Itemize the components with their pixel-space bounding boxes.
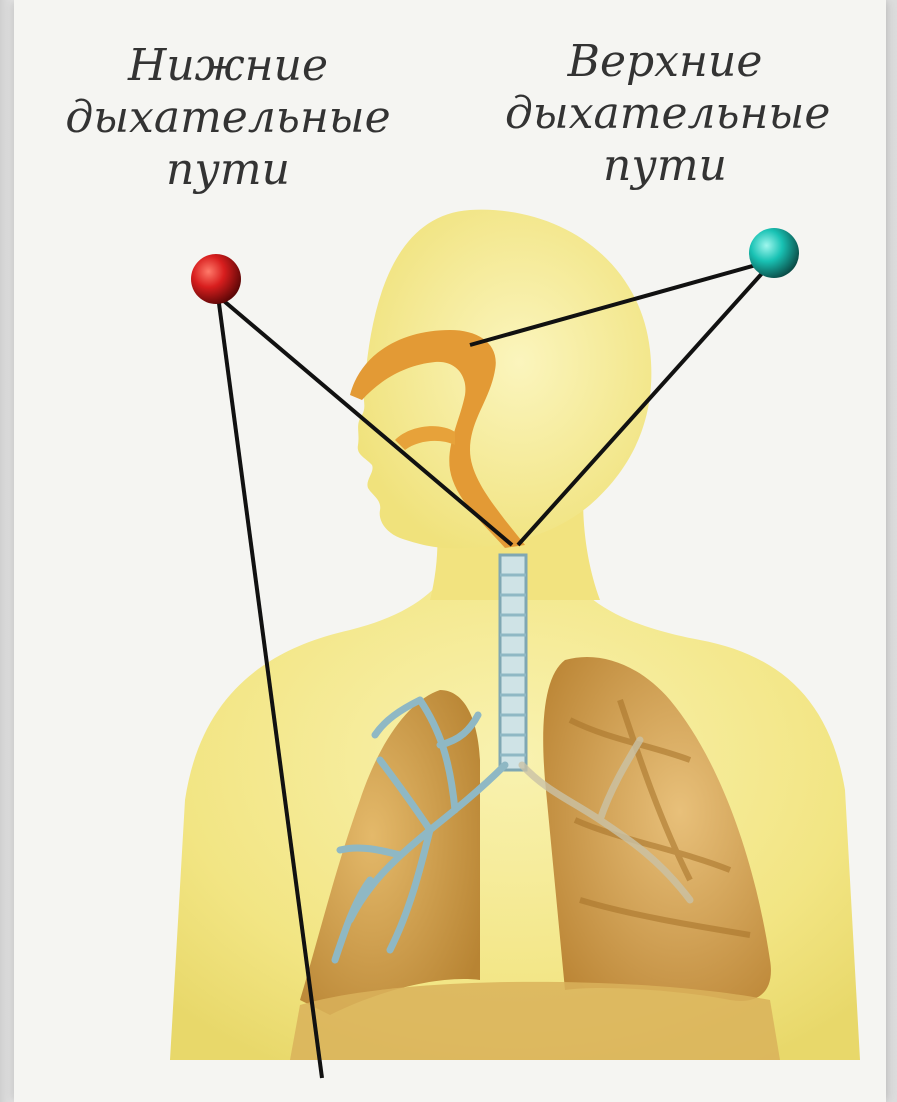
upper-airways-label: Верхние дыхательные пути	[505, 36, 825, 192]
head	[358, 210, 652, 549]
upper-airways-label-line2: дыхательные	[505, 88, 825, 140]
upper-airways-label-line1: Верхние	[505, 36, 825, 88]
upper-airways-marker	[749, 228, 799, 278]
lower-airways-label-line3: пути	[58, 144, 398, 196]
lower-airways-label-line2: дыхательные	[58, 92, 398, 144]
lower-airways-label-line1: Нижние	[58, 40, 398, 92]
lower-airways-label: Нижние дыхательные пути	[58, 40, 398, 196]
diaphragm	[290, 982, 780, 1060]
upper-airways-label-line3: пути	[505, 140, 825, 192]
trachea	[500, 555, 526, 770]
lower-airways-marker	[191, 254, 241, 304]
